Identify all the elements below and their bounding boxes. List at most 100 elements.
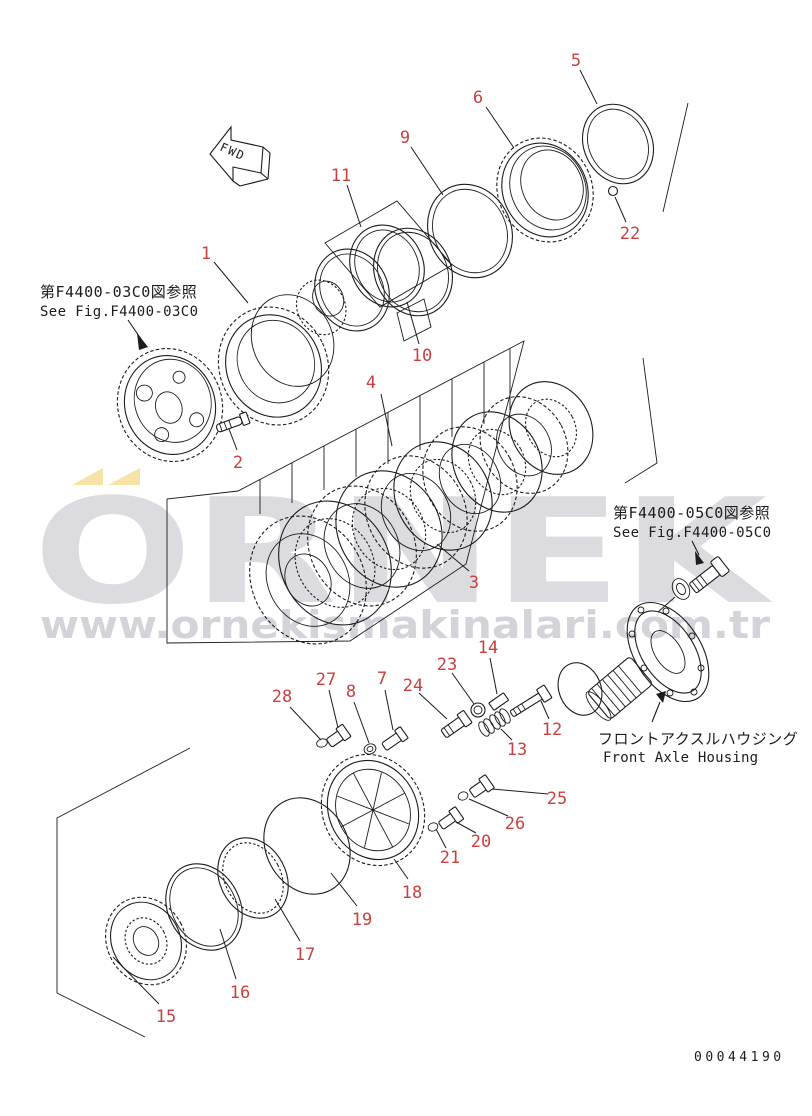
part-label-11: 11	[331, 166, 351, 186]
front-axle-housing-drawing: フロントアクスルハウジング Front Axle Housing	[557, 601, 798, 766]
part-8-washer-drawing	[363, 743, 377, 755]
part-label-10: 10	[412, 346, 432, 366]
part-23-leader-line	[451, 672, 475, 705]
part-8-leader-line	[353, 701, 370, 744]
see-fig-left-jp: 第F4400-03C0図参照	[40, 283, 197, 301]
part-1-carrier-drawing	[217, 279, 347, 426]
part-24-leader-line	[418, 692, 448, 720]
part-label-20: 20	[471, 832, 491, 852]
part-17-ring-drawing	[217, 837, 289, 919]
part-6-leader-line	[485, 106, 515, 149]
see-fig-right-jp: 第F4400-05C0図参照	[613, 504, 770, 522]
part-17-leader-line	[274, 898, 301, 942]
watermark-url-text: www.ornekismakinalari.com.tr	[40, 603, 770, 647]
part-15-gear-drawing	[105, 896, 187, 986]
part-20-leader-line	[455, 821, 477, 834]
part-2-bolt-drawing	[215, 411, 251, 433]
doc-number: 00044190	[694, 1050, 785, 1065]
watermark-brand-text: ORNEK	[33, 468, 773, 637]
right-panel-corner	[624, 357, 658, 484]
part-label-7: 7	[377, 669, 387, 689]
see-fig-right-en: See Fig.F4400-05C0	[613, 525, 771, 541]
watermark-umlaut-triangle-left	[72, 468, 103, 485]
see-fig-left-en: See Fig.F4400-03C0	[40, 304, 198, 320]
part-label-8: 8	[346, 682, 356, 702]
right-ref-arrowhead	[695, 551, 704, 565]
part-9-leader-line	[410, 146, 444, 196]
part-label-4: 4	[366, 373, 376, 393]
fastener-row	[316, 684, 553, 755]
part-label-2: 2	[233, 453, 243, 473]
part-14-pin-drawing	[488, 692, 509, 711]
part-6-ring-gear-drawing	[496, 137, 594, 243]
ring-gear-hub-drawing	[116, 348, 224, 462]
part-label-5: 5	[571, 51, 581, 71]
housing-o-ring	[557, 662, 603, 716]
part-12-leader-line	[540, 700, 550, 720]
part-label-25: 25	[547, 789, 567, 809]
part-22-leader-line	[614, 196, 627, 223]
part-label-24: 24	[403, 676, 423, 696]
part-13-spring-drawing	[478, 708, 511, 737]
part-label-1: 1	[201, 244, 211, 264]
housing-callout-arrowhead	[656, 691, 666, 703]
part-5-ring-drawing	[581, 103, 655, 185]
part-label-17: 17	[295, 945, 315, 965]
part-label-21: 21	[440, 848, 460, 868]
front-axle-housing-en: Front Axle Housing	[603, 750, 758, 766]
part-18-leader-line	[393, 858, 409, 880]
part-10-leader-line	[406, 301, 420, 345]
part-label-16: 16	[230, 983, 250, 1003]
front-axle-housing-jp: フロントアクスルハウジング	[598, 730, 798, 748]
part-12-bolt-drawing	[509, 684, 553, 717]
part-label-15: 15	[156, 1007, 176, 1027]
part-16-ring-drawing	[165, 863, 243, 951]
left-ref-arrowhead	[137, 333, 148, 350]
top-right-panel-edge	[662, 102, 689, 213]
part-27-leader-line	[328, 689, 339, 729]
part-7-leader-line	[384, 689, 394, 731]
part-19-ring-drawing	[263, 797, 351, 895]
part-label-18: 18	[402, 883, 422, 903]
part-25-plug-drawing	[469, 774, 495, 798]
part-4-leader-line	[380, 393, 393, 447]
part-11-leader-line	[346, 184, 362, 228]
part-label-14: 14	[478, 638, 498, 658]
part-26-leader-line	[468, 798, 509, 817]
part-19-leader-line	[330, 872, 358, 907]
part-10-ring-drawing	[373, 227, 453, 317]
see-fig-right-note: 第F4400-05C0図参照 See Fig.F4400-05C0	[613, 504, 771, 613]
watermark: ORNEK www.ornekismakinalari.com.tr	[33, 468, 773, 647]
bottom-left-panel	[56, 747, 191, 1038]
see-fig-left-note: 第F4400-03C0図参照 See Fig.F4400-03C0	[40, 283, 198, 350]
part-15-leader-line	[112, 956, 160, 1005]
part-26-washer-drawing	[457, 791, 469, 801]
part-label-6: 6	[473, 88, 483, 108]
part-label-22: 22	[620, 224, 640, 244]
part-13-leader-line	[500, 728, 513, 741]
part-9-ring-drawing	[427, 183, 513, 279]
part-label-28: 28	[272, 687, 292, 707]
part-23-nut-drawing	[470, 702, 486, 718]
part-label-9: 9	[400, 128, 410, 148]
part-14-leader-line	[489, 657, 498, 695]
part-18-drum-drawing	[320, 753, 426, 867]
fwd-arrow: FWD	[209, 125, 271, 187]
ref-washer-drawing	[671, 578, 691, 600]
part-label-23: 23	[437, 655, 457, 675]
part-7-bolt-drawing	[381, 726, 409, 751]
part-21-washer-drawing	[427, 822, 439, 832]
part-label-3: 3	[469, 573, 479, 593]
part-28-leader-line	[289, 706, 322, 741]
part-24-bolt-drawing	[440, 710, 473, 738]
part-label-19: 19	[352, 910, 372, 930]
clutch-disc-stack	[249, 381, 594, 645]
watermark-umlaut-triangle-right	[108, 468, 140, 485]
part-label-13: 13	[507, 740, 527, 760]
clutch-stack-panel	[166, 340, 525, 644]
part-20-bolt-drawing	[438, 806, 465, 830]
part-label-27: 27	[316, 670, 336, 690]
part-16-leader-line	[219, 928, 237, 980]
